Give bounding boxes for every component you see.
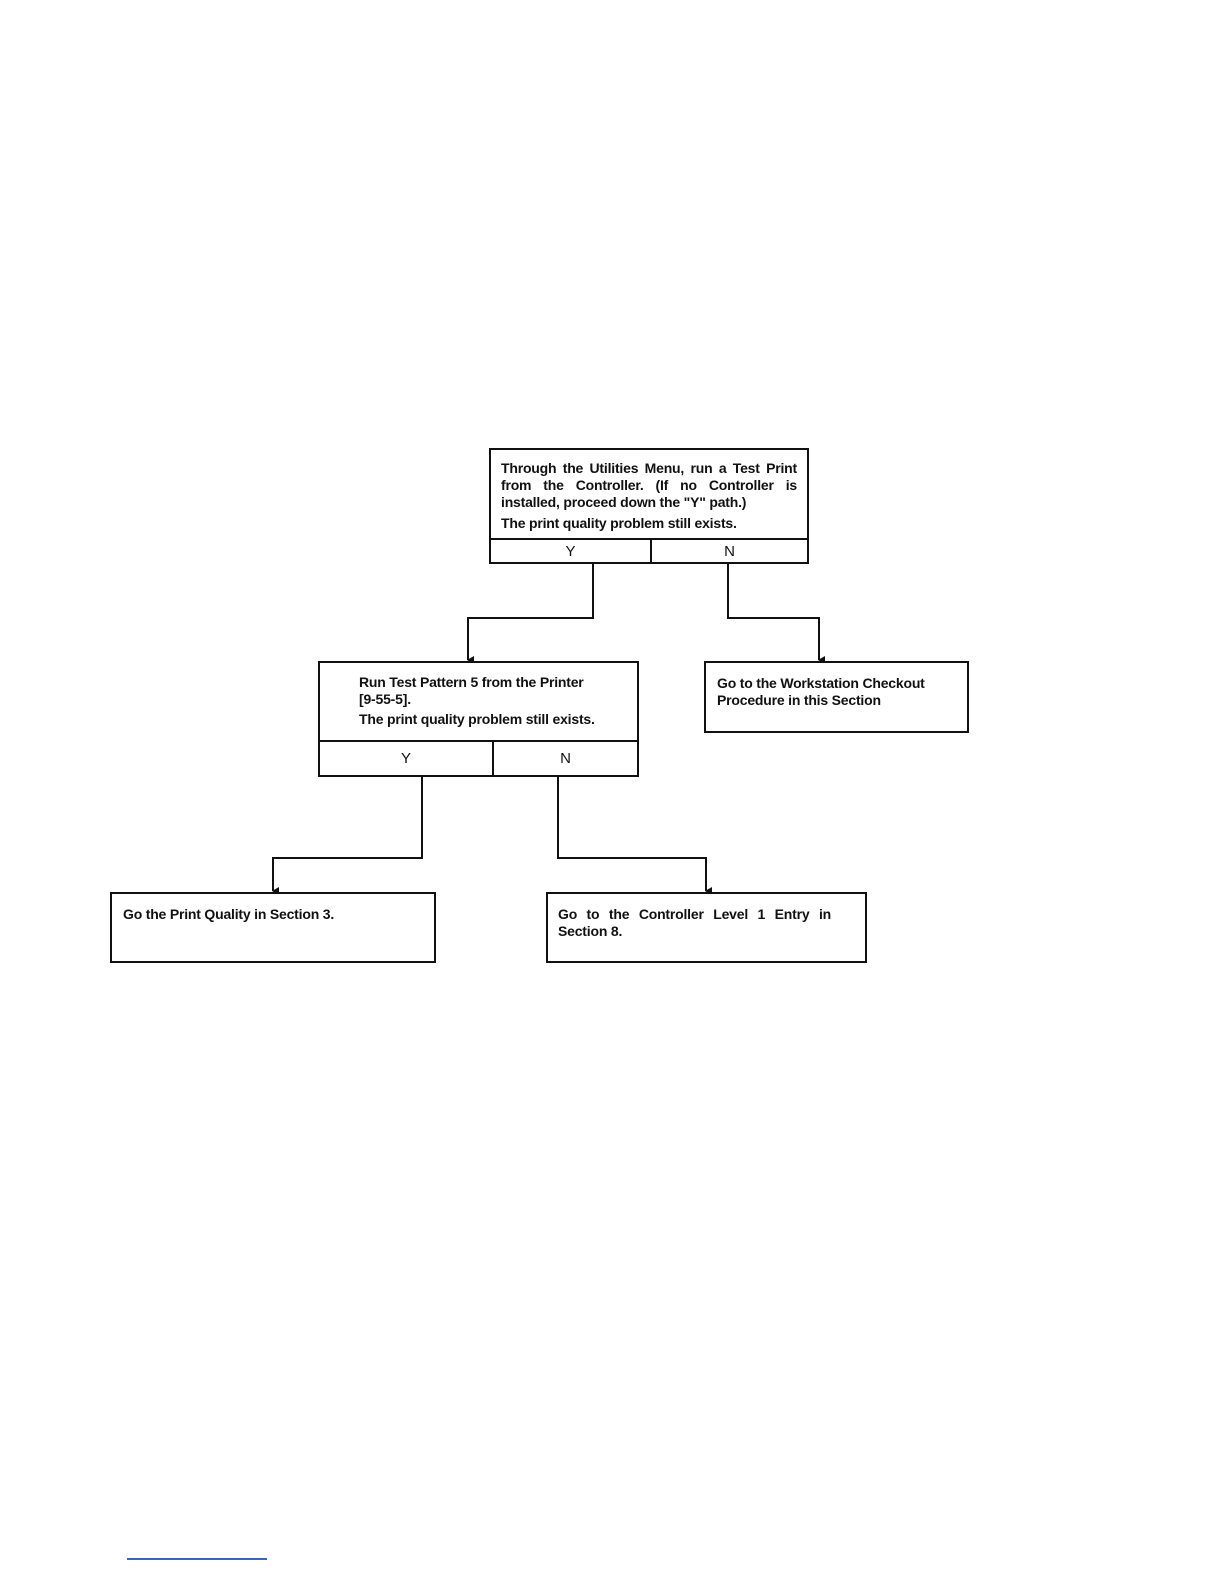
decision-box-test-print: Through the Utilities Menu, run a Test P… (489, 448, 809, 564)
decision-1-yes-label: Y (565, 542, 576, 560)
outcome-controller-text: Go to the Controller Level 1 Entry in Se… (558, 906, 831, 939)
decision-2-no-label: N (492, 742, 637, 775)
decision-1-text: Through the Utilities Menu, run a Test P… (501, 460, 797, 510)
connector-d2-no (557, 776, 712, 895)
outcome-workstation-text: Go to the Workstation Checkout Procedure… (717, 675, 925, 708)
decision-2-question: The print quality problem still exists. (359, 711, 595, 727)
outcome-box-workstation-checkout: Go to the Workstation Checkout Procedure… (704, 661, 969, 733)
outcome-print-quality-text: Go the Print Quality in Section 3. (123, 906, 335, 922)
decision-1-question: The print quality problem still exists. (501, 515, 737, 531)
connector-d1-no (727, 563, 825, 664)
footnote-rule (127, 1558, 267, 1560)
decision-2-branches: Y N (320, 740, 637, 775)
connector-d2-yes (272, 776, 423, 895)
decision-box-test-pattern: Run Test Pattern 5 from the Printer [9-5… (318, 661, 639, 777)
decision-2-text: Run Test Pattern 5 from the Printer [9-5… (359, 674, 584, 707)
connector-d1-yes (467, 563, 594, 664)
decision-2-yes-label: Y (400, 750, 411, 767)
decision-1-branches: Y N (491, 538, 807, 562)
decision-1-no-label: N (650, 540, 807, 562)
outcome-box-print-quality: Go the Print Quality in Section 3. (110, 892, 436, 963)
outcome-box-controller-entry: Go to the Controller Level 1 Entry in Se… (546, 892, 867, 963)
